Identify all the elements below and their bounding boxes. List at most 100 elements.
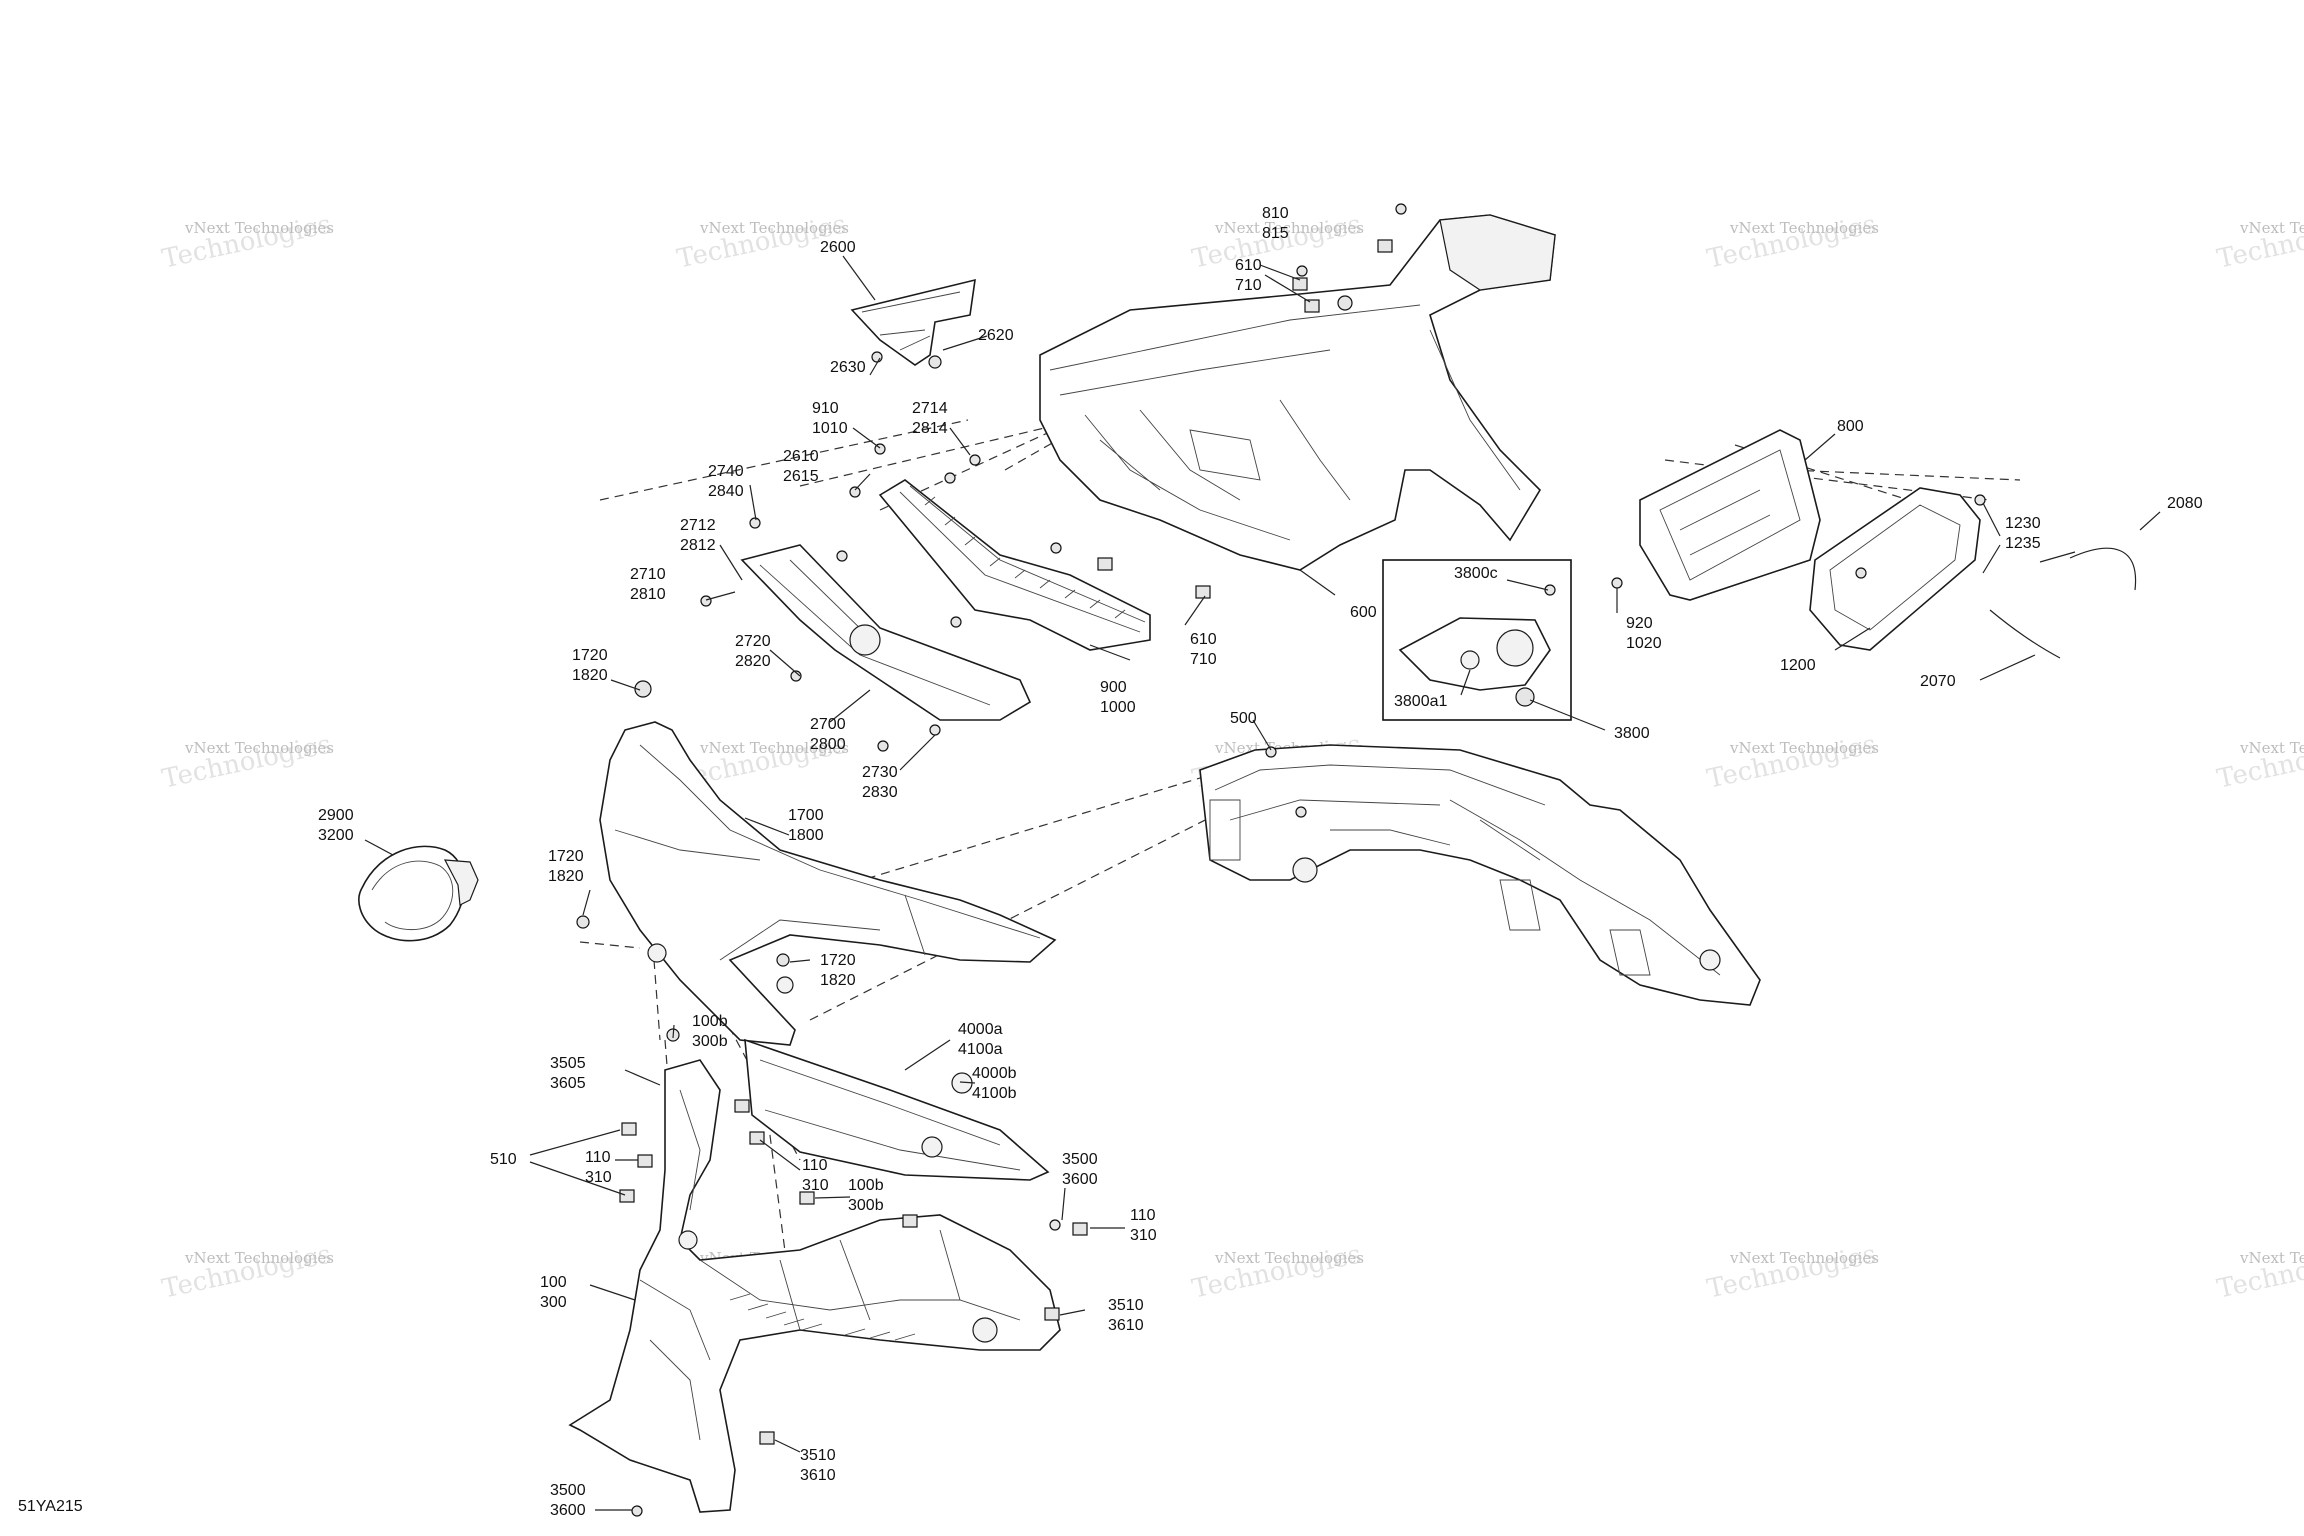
callout-line: 3500 xyxy=(1062,1151,1098,1168)
callout-line: 2900 xyxy=(318,807,354,824)
callout-line: 100b xyxy=(848,1177,884,1194)
callout-line: 610 xyxy=(1190,631,1217,648)
part-1700-side-fairing xyxy=(599,721,1057,1046)
callout-line: 600 xyxy=(1350,604,1377,621)
callout-line: 920 xyxy=(1626,615,1653,632)
callout-c800: 800 xyxy=(1837,418,1864,435)
callout-c100b1: 100b 300b xyxy=(692,1013,728,1050)
callout-line: 110 xyxy=(585,1149,611,1166)
callout-line: 110 xyxy=(1130,1207,1156,1224)
callout-line: 2800 xyxy=(810,736,846,753)
callout-line: 1010 xyxy=(812,420,848,437)
callout-c1700: 1700 1800 xyxy=(788,807,824,844)
callout-line: 1820 xyxy=(820,972,856,989)
callout-line: 2820 xyxy=(735,653,771,670)
callout-line: 3510 xyxy=(1108,1297,1144,1314)
watermark-small: vNext Technologies xyxy=(184,219,334,237)
fasteners xyxy=(576,203,1986,1517)
callout-c2630: 2630 xyxy=(830,359,866,376)
part-2700-side-trim xyxy=(740,544,1032,721)
callout-line: 1700 xyxy=(788,807,824,824)
watermark-small: vNext Technologies xyxy=(1214,219,1364,237)
callout-line: 2814 xyxy=(912,420,948,437)
callout-c3510a: 3510 3610 xyxy=(1108,1297,1144,1334)
callout-line: 3605 xyxy=(550,1075,586,1092)
callout-line: 3800a1 xyxy=(1394,693,1447,710)
callout-line: 100b xyxy=(692,1013,728,1030)
callout-line: 3610 xyxy=(1108,1317,1144,1334)
callout-c2712: 2712 2812 xyxy=(680,517,716,554)
callout-c3800a1: 3800a1 xyxy=(1394,693,1447,710)
callout-line: 3600 xyxy=(1062,1171,1098,1188)
callout-line: 3505 xyxy=(550,1055,586,1072)
watermark-small: vNext Technologies xyxy=(2239,1249,2304,1267)
callout-line: 1800 xyxy=(788,827,824,844)
callout-line: 1020 xyxy=(1626,635,1662,652)
callout-c2700: 2700 2800 xyxy=(810,716,846,753)
callout-line: 2810 xyxy=(630,586,666,603)
callout-line: 2712 xyxy=(680,517,716,534)
callout-line: 3600 xyxy=(550,1502,586,1519)
callout-line: 2070 xyxy=(1920,673,1956,690)
watermark-small: vNext Technologies xyxy=(1729,1249,1879,1267)
callout-c2740: 2740 2840 xyxy=(708,463,744,500)
callout-line: 710 xyxy=(1190,651,1217,668)
detail-box-3800 xyxy=(1382,559,1572,721)
callout-line: 2620 xyxy=(978,327,1014,344)
part-500-frame xyxy=(1199,744,1761,1006)
callout-line: 110 xyxy=(802,1157,828,1174)
callout-line: 1235 xyxy=(2005,535,2041,552)
callout-line: 300 xyxy=(540,1294,567,1311)
callout-line: 800 xyxy=(1837,418,1864,435)
callout-c3800c: 3800c xyxy=(1454,565,1498,582)
callout-line: 4100b xyxy=(972,1085,1017,1102)
callout-c2080: 2080 xyxy=(2167,495,2203,512)
callout-c2600: 2600 xyxy=(820,239,856,256)
watermark-small: vNext Technologies xyxy=(699,739,849,757)
callout-line: 3800c xyxy=(1454,565,1498,582)
watermark-small: vNext Technologies xyxy=(2239,219,2304,237)
callout-line: 3800 xyxy=(1614,725,1650,742)
callout-line: 1230 xyxy=(2005,515,2041,532)
callout-line: 300b xyxy=(692,1033,728,1050)
part-2070-2080-trim-clips xyxy=(1989,547,2137,659)
part-2900-mirror xyxy=(358,845,479,942)
callout-line: 4100a xyxy=(958,1041,1003,1058)
callout-line: 2830 xyxy=(862,784,898,801)
callout-line: 710 xyxy=(1235,277,1262,294)
callout-line: 2080 xyxy=(2167,495,2203,512)
callout-line: 2700 xyxy=(810,716,846,733)
callout-line: 2812 xyxy=(680,537,716,554)
callout-line: 3500 xyxy=(550,1482,586,1499)
callout-line: 1000 xyxy=(1100,699,1136,716)
callout-line: 2740 xyxy=(708,463,744,480)
part-900-lattice-trim xyxy=(878,479,1151,651)
callout-line: 1820 xyxy=(572,667,608,684)
part-600-upper-fairing xyxy=(1039,214,1556,571)
callout-line: 300b xyxy=(848,1197,884,1214)
callout-line: 2840 xyxy=(708,483,744,500)
callout-c510: 510 xyxy=(490,1151,517,1168)
